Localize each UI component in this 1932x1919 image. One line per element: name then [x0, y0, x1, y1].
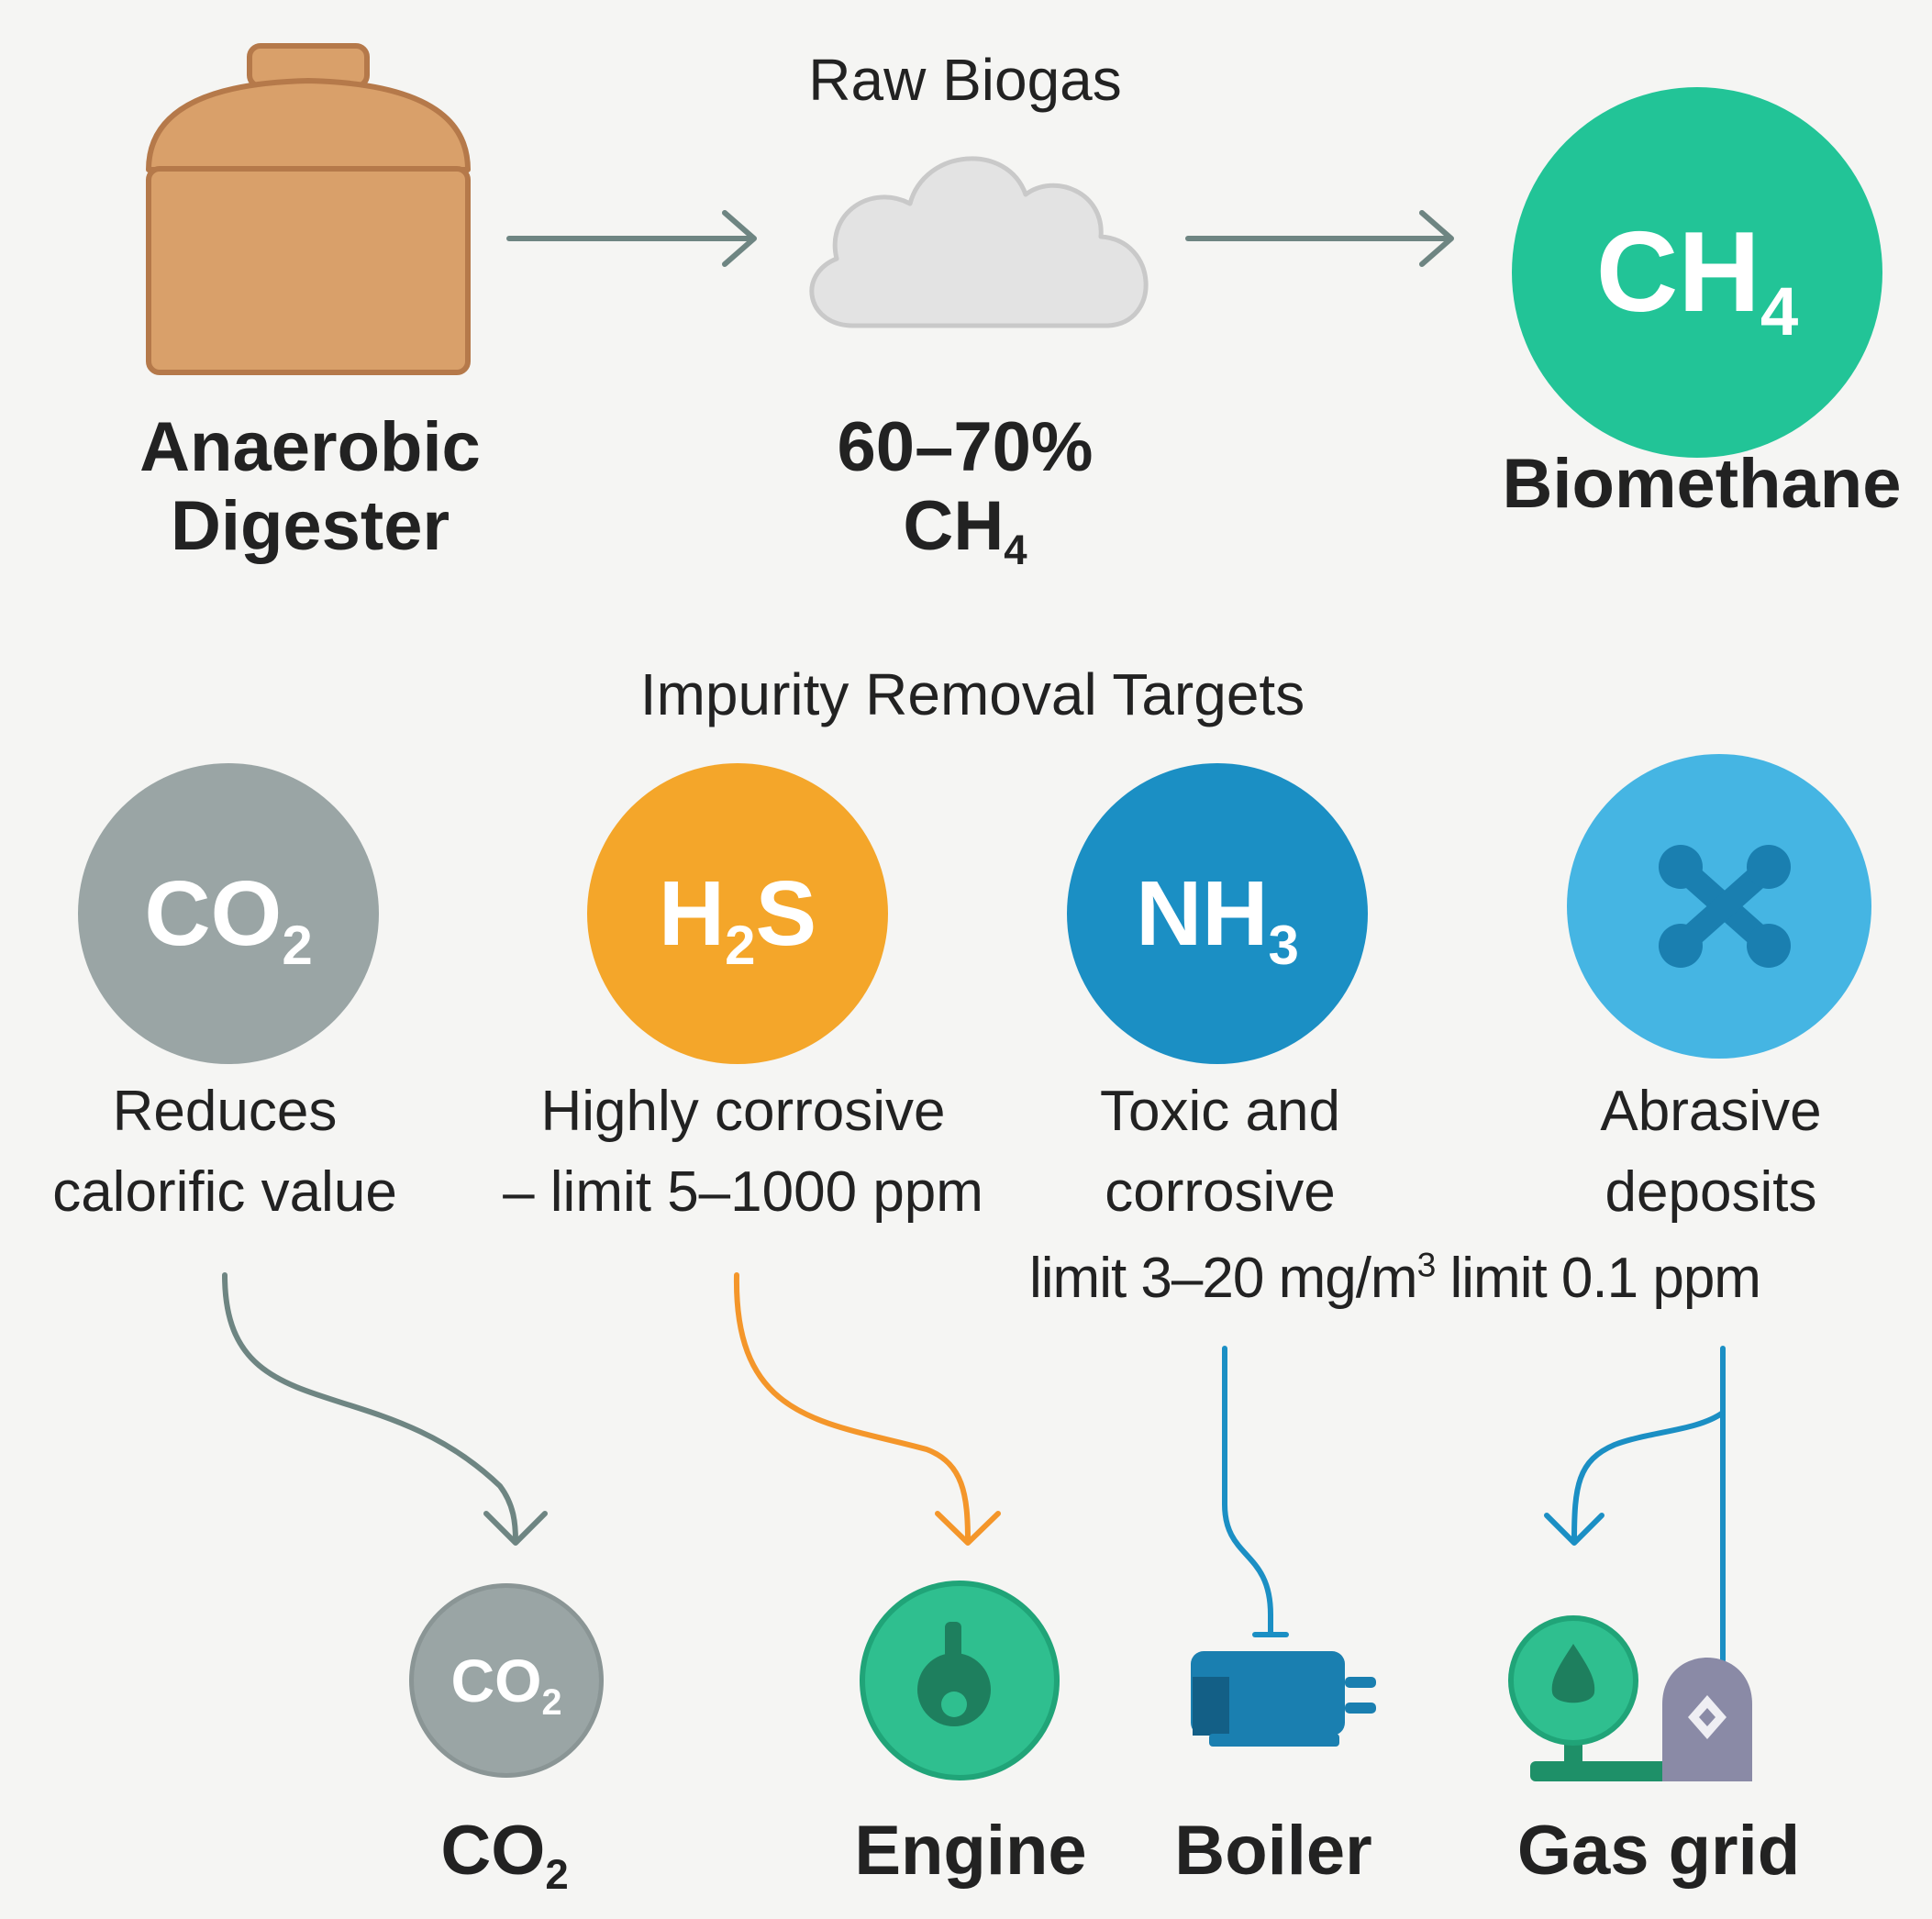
impurity-co2-desc-line2: calorific value	[52, 1160, 397, 1224]
impurity-nh3-desc: Toxic and corrosive	[1100, 1071, 1340, 1233]
impurity-nh3-desc-line1: Toxic and	[1100, 1080, 1340, 1143]
raw-biogas-formula-main: CH	[903, 487, 1005, 565]
impurity-nh3-formula-sub: 3	[1268, 914, 1299, 976]
impurity-co2-desc-line1: Reduces	[112, 1080, 338, 1143]
arrow-biogas-to-biomethane	[1185, 210, 1454, 267]
output-engine-label: Engine	[854, 1812, 1087, 1890]
output-co2-formula: CO2	[450, 1646, 561, 1721]
anaerobic-digester-icon	[146, 43, 471, 375]
output-gas-grid-label: Gas grid	[1516, 1812, 1801, 1890]
impurity-h2s-desc: Highly corrosive – limit 5–1000 ppm	[503, 1071, 983, 1233]
siloxane-limit: limit 0.1 ppm	[1449, 1247, 1761, 1310]
biomethane-formula-main: CH	[1595, 209, 1760, 336]
arrow-digester-to-biogas	[506, 210, 757, 267]
nh3-limit-main: limit 3–20 mg/m	[1029, 1247, 1418, 1310]
impurity-co2-desc: Reduces calorific value	[52, 1071, 397, 1233]
impurity-nh3-formula: NH3	[1136, 861, 1299, 973]
impurity-h2s-formula-tail: S	[755, 861, 817, 965]
biomethane-formula-sub: 4	[1760, 273, 1799, 350]
impurity-siloxane-desc-line2: deposits	[1604, 1160, 1817, 1224]
arrow-nh3-to-boiler	[1222, 1346, 1289, 1637]
output-co2-circle: CO2	[409, 1583, 604, 1778]
raw-biogas-percent: 60–70%	[837, 408, 1094, 486]
impurity-h2s-formula: H2S	[658, 861, 817, 973]
biomethane-circle: CH4	[1512, 87, 1882, 458]
impurity-co2-formula-sub: 2	[282, 914, 313, 976]
impurity-h2s-desc-line1: Highly corrosive	[540, 1080, 946, 1143]
output-co2-label-sub: 2	[545, 1850, 569, 1898]
impurity-h2s-desc-line2: – limit 5–1000 ppm	[503, 1160, 983, 1224]
siloxane-molecule-icon	[1659, 845, 1791, 968]
arrow-co2-to-capture	[222, 1272, 548, 1546]
arrow-siloxane-to-gas-grid	[1544, 1346, 1726, 1663]
impurity-siloxane-desc: Abrasive deposits	[1600, 1071, 1821, 1233]
impurity-nh3-formula-main: NH	[1136, 861, 1269, 965]
impurity-nh3-circle: NH3	[1067, 763, 1368, 1064]
raw-biogas-value: 60–70% CH4	[837, 408, 1094, 571]
impurity-h2s-circle: H2S	[587, 763, 888, 1064]
impurity-section-title: Impurity Removal Targets	[639, 661, 1305, 727]
output-co2-label-main: CO	[440, 1812, 546, 1890]
boiler-icon	[1191, 1651, 1376, 1747]
impurity-co2-formula: CO2	[144, 861, 312, 973]
output-co2-formula-main: CO	[450, 1647, 542, 1714]
impurity-siloxane-desc-line1: Abrasive	[1600, 1080, 1822, 1143]
nh3-limit-sup: 3	[1416, 1245, 1437, 1284]
gas-grid-icon	[1508, 1615, 1752, 1781]
nh3-limit: limit 3–20 mg/m3	[1029, 1245, 1437, 1310]
arrow-h2s-to-engine	[733, 1272, 1001, 1546]
raw-biogas-title: Raw Biogas	[808, 47, 1122, 113]
impurity-h2s-formula-main: H	[658, 861, 726, 965]
digester-label: Anaerobic Digester	[139, 408, 481, 566]
output-boiler-label: Boiler	[1174, 1812, 1372, 1890]
output-co2-formula-sub: 2	[541, 1681, 562, 1723]
impurity-h2s-formula-sub: 2	[725, 914, 756, 976]
impurity-nh3-desc-line2: corrosive	[1105, 1160, 1336, 1224]
impurity-co2-formula-main: CO	[144, 861, 283, 965]
raw-biogas-formula-sub: 4	[1004, 526, 1027, 573]
digester-label-line2: Digester	[170, 487, 450, 565]
biomethane-formula: CH4	[1595, 207, 1798, 346]
biomethane-label: Biomethane	[1502, 445, 1902, 523]
raw-biogas-formula: CH4	[838, 487, 1094, 571]
raw-biogas-cloud-icon	[809, 156, 1149, 328]
limit-row: limit 3–20 mg/m3 limit 0.1 ppm	[1029, 1238, 1761, 1319]
digester-label-line1: Anaerobic	[139, 408, 481, 486]
impurity-co2-circle: CO2	[78, 763, 379, 1064]
engine-icon	[860, 1581, 1060, 1780]
output-co2-label: CO2	[440, 1812, 568, 1895]
